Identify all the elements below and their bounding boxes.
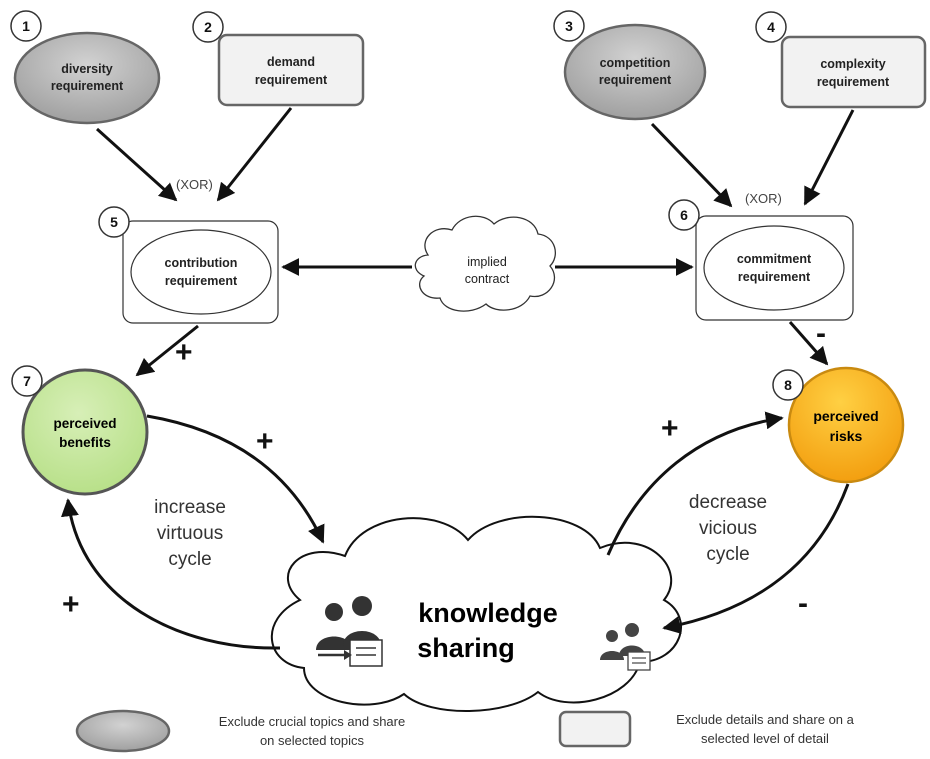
arrow-diversity-to-contribution (95, 127, 178, 202)
svg-text:risks: risks (830, 428, 863, 444)
svg-text:contribution: contribution (165, 256, 238, 270)
number-badge-1: 1 (10, 10, 42, 42)
svg-text:contract: contract (465, 272, 510, 286)
number-badge-3: 3 (553, 10, 585, 42)
number-badge-6: 6 (668, 199, 700, 231)
legend-rect: Exclude details and share on a selected … (558, 710, 855, 748)
sign-minus-commitment-risks: - (816, 317, 826, 350)
xor-label-left: (XOR) (176, 177, 213, 192)
svg-text:virtuous: virtuous (157, 523, 224, 544)
svg-text:8: 8 (784, 377, 792, 393)
svg-text:on selected topics: on selected topics (260, 733, 365, 748)
svg-text:requirement: requirement (817, 75, 890, 89)
number-badge-5: 5 (98, 206, 130, 238)
arrow-sharing-to-risks (606, 411, 784, 556)
vicious-cycle-label: decrease vicious cycle (689, 492, 767, 565)
number-badge-2: 2 (192, 11, 224, 43)
svg-text:3: 3 (565, 18, 573, 34)
number-badge-8: 8 (772, 369, 804, 401)
svg-text:requirement: requirement (51, 79, 124, 93)
arrow-complexity-to-commitment (803, 109, 855, 206)
implied-contract-cloud: implied contract (414, 215, 556, 312)
arrow-sharing-to-benefits (61, 498, 281, 650)
node-commitment-requirement: commitment requirement (695, 215, 854, 321)
legend-ellipse: Exclude crucial topics and share on sele… (75, 709, 405, 753)
svg-text:benefits: benefits (59, 435, 111, 450)
sign-plus-sharing-risks: + (661, 412, 679, 445)
xor-label-right: (XOR) (745, 191, 782, 206)
arrows (61, 107, 855, 650)
svg-text:2: 2 (204, 19, 212, 35)
svg-text:implied: implied (467, 255, 507, 269)
sign-plus-contribution-benefits: + (175, 336, 193, 369)
svg-text:commitment: commitment (737, 252, 812, 266)
svg-text:sharing: sharing (417, 633, 515, 663)
arrow-demand-to-contribution (216, 107, 293, 202)
svg-text:demand: demand (267, 55, 315, 69)
sign-plus-sharing-benefits: + (62, 588, 80, 621)
svg-text:cycle: cycle (706, 544, 749, 565)
svg-text:perceived: perceived (813, 408, 878, 424)
svg-text:1: 1 (22, 18, 30, 34)
people-share-icon (316, 596, 383, 667)
svg-text:decrease: decrease (689, 492, 767, 513)
svg-text:diversity: diversity (61, 62, 112, 76)
number-badge-7: 7 (11, 365, 43, 397)
svg-text:Exclude details and share on a: Exclude details and share on a (676, 712, 855, 727)
svg-text:requirement: requirement (738, 270, 811, 284)
svg-text:Exclude crucial topics and sha: Exclude crucial topics and share (219, 714, 405, 729)
svg-text:cycle: cycle (168, 549, 211, 570)
node-contribution-requirement: contribution requirement (122, 220, 279, 324)
virtuous-cycle-label: increase virtuous cycle (154, 497, 226, 570)
node-perceived-risks: perceived risks (787, 366, 905, 484)
node-diversity-requirement: diversity requirement (13, 31, 161, 125)
node-competition-requirement: competition requirement (563, 23, 707, 121)
arrow-benefits-to-sharing (146, 414, 325, 544)
arrow-competition-to-commitment (650, 122, 733, 208)
svg-text:increase: increase (154, 497, 226, 518)
svg-text:competition: competition (600, 56, 671, 70)
number-badge-4: 4 (755, 11, 787, 43)
svg-text:requirement: requirement (599, 73, 672, 87)
svg-text:perceived: perceived (53, 416, 116, 431)
svg-text:4: 4 (767, 19, 775, 35)
svg-text:6: 6 (680, 207, 688, 223)
node-perceived-benefits: perceived benefits (21, 368, 149, 496)
node-demand-requirement: demand requirement (217, 33, 365, 107)
arrow-contribution-to-benefits (135, 324, 199, 377)
node-complexity-requirement: complexity requirement (780, 35, 927, 109)
arrow-risks-to-sharing (662, 483, 850, 634)
svg-text:7: 7 (23, 373, 31, 389)
sign-plus-benefits-sharing: + (256, 425, 274, 458)
svg-text:requirement: requirement (165, 274, 238, 288)
svg-text:5: 5 (110, 214, 118, 230)
svg-text:selected level of detail: selected level of detail (701, 731, 829, 746)
sign-minus-risks-sharing: - (798, 587, 808, 620)
svg-text:vicious: vicious (699, 518, 757, 539)
svg-text:knowledge: knowledge (418, 598, 558, 628)
svg-text:complexity: complexity (820, 57, 885, 71)
arrow-commitment-to-risks (788, 321, 829, 366)
people-share-small-icon (600, 623, 651, 671)
svg-text:requirement: requirement (255, 73, 328, 87)
